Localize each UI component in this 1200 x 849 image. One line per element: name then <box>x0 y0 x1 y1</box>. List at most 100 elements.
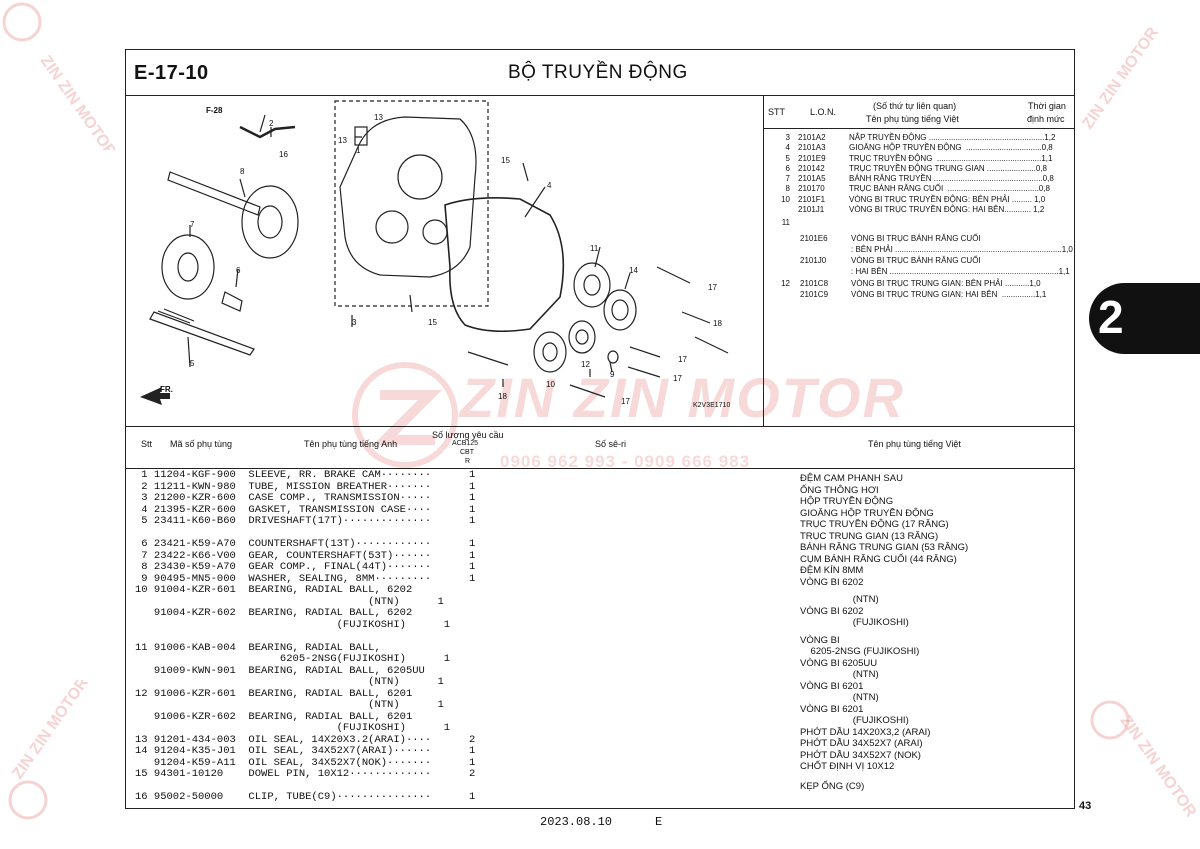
parts-line: (FUJIKOSHI) 1 <box>135 722 451 734</box>
parts-vn-line: VÒNG BI <box>800 634 840 646</box>
parts-qty-header-2: ACB125 <box>452 440 479 447</box>
svg-text:ZIN ZIN MOTOR: ZIN ZIN MOTOR <box>1117 713 1200 821</box>
parts-line: (NTN) 1 <box>135 699 444 711</box>
parts-vn-line: (FUJIKOSHI) <box>800 617 909 628</box>
svg-text:ZIN ZIN MOTOR: ZIN ZIN MOTOR <box>37 53 120 150</box>
parts-list-en: 1 11204-KGF-900 SLEEVE, RR. BRAKE CAM···… <box>135 469 476 804</box>
parts-vn-line: TRỤC TRUNG GIAN (13 RĂNG) <box>800 530 939 542</box>
parts-qty-header-4: R <box>465 458 471 465</box>
ref-row: : BÊN PHẢI .............................… <box>851 245 1073 255</box>
parts-line: 6205-2NSG(FUJIKOSHI) 1 <box>135 653 451 665</box>
fr-label: FR. <box>160 385 173 394</box>
svg-text:ZIN ZIN MOTOR: ZIN ZIN MOTOR <box>9 680 92 782</box>
ref-time-header-1: Thời gian <box>1028 101 1066 111</box>
parts-line: 5 23411-K60-B60 DRIVESHAFT(17T)·········… <box>135 515 476 527</box>
header-divider <box>125 95 1075 96</box>
parts-line: 91009-KWN-901 BEARING, RADIAL BALL, 6205… <box>135 664 425 677</box>
parts-vn-line: ỐNG THÔNG HƠI <box>800 484 879 496</box>
ref-name-header-1: (Số thứ tự liên quan) <box>873 101 957 111</box>
parts-line: 91004-KZR-602 BEARING, RADIAL BALL, 6202 <box>135 607 413 619</box>
parts-vn-line: CHỐT ĐỊNH VỊ 10X12 <box>800 761 895 772</box>
parts-vn-line: PHỚT DẦU 14X20X3,2 (ARAI) <box>800 726 931 738</box>
parts-serial-header: Số sê-ri <box>595 439 627 449</box>
callout-18a: 18 <box>713 319 722 328</box>
callout-8: 8 <box>240 167 245 176</box>
watermark-logo-icon <box>352 362 458 468</box>
watermark-corner-tl-icon: ZIN ZIN MOTOR <box>2 2 120 150</box>
parts-vn-line: VÒNG BI 6202 <box>800 605 864 617</box>
parts-line: 13 91201-434-003 OIL SEAL, 14X20X3.2(ARA… <box>135 733 476 746</box>
parts-vn-line: GIOĂNG HỘP TRUYỀN ĐỘNG <box>800 507 934 519</box>
watermark-corner-bl-icon: ZIN ZIN MOTOR <box>8 680 92 820</box>
watermark-brand: ZIN ZIN MOTOR <box>460 366 905 429</box>
ref-row: : HAI BÊN ..............................… <box>851 267 1070 277</box>
page-number: 43 <box>1079 800 1092 812</box>
callout-16: 16 <box>279 150 288 159</box>
parts-line: 7 23422-K66-V00 GEAR, COUNTERSHAFT(53T)·… <box>135 549 476 562</box>
parts-vn-line: KẸP ỐNG (C9) <box>800 780 865 792</box>
parts-vn-line: CỤM BÁNH RĂNG CUỐI (44 RĂNG) <box>800 553 957 565</box>
ref-lon-header: L.O.N. <box>810 107 837 117</box>
ref-row: 11 <box>781 218 790 228</box>
footer-date: 2023.08.10 <box>540 815 613 829</box>
callout-5: 5 <box>190 359 195 368</box>
table-header-divider <box>125 468 1075 469</box>
parts-stt-header: Stt <box>141 439 153 449</box>
watermark-phone: 0906 962 993 - 0909 666 983 <box>500 452 751 471</box>
parts-line: 11 91006-KAB-004 BEARING, RADIAL BALL, <box>135 641 381 654</box>
callout-17b: 17 <box>678 355 687 364</box>
callout-6: 6 <box>236 266 241 275</box>
callout-17d: 17 <box>621 397 630 406</box>
chapter-number: 2 <box>1098 291 1124 343</box>
callout-14: 14 <box>629 266 638 275</box>
callout-17a: 17 <box>708 283 717 292</box>
parts-line: 15 94301-10120 DOWEL PIN, 10X12·········… <box>135 768 476 780</box>
diagram-code: K2V3E1710 <box>693 402 731 409</box>
parts-vn-line: BÁNH RĂNG TRUNG GIAN (53 RĂNG) <box>800 542 969 553</box>
parts-partno-header: Mã số phụ tùng <box>170 439 233 449</box>
parts-list-vn: ĐỆM CAM PHANH SAU ỐNG THÔNG HƠI HỘP TRUY… <box>800 473 968 792</box>
parts-vn-line <box>800 773 968 781</box>
parts-vn-line: 6205-2NSG (FUJIKOSHI) <box>800 646 920 657</box>
parts-line: (NTN) 1 <box>135 595 444 608</box>
section-code: E-17-10 <box>134 62 209 84</box>
callout-18b: 18 <box>498 392 507 401</box>
parts-line: 16 95002-50000 CLIP, TUBE(C9)···········… <box>135 791 476 803</box>
ref-stt-header: STT <box>768 107 785 117</box>
parts-vn-line: VÒNG BI 6201 <box>800 703 864 715</box>
chapter-tab <box>1089 283 1200 354</box>
parts-name-vn-header: Tên phụ tùng tiếng Việt <box>868 439 961 449</box>
diagram-divider <box>125 426 1075 427</box>
watermark-corner-br-icon: ZIN ZIN MOTOR <box>1090 700 1200 821</box>
callout-10: 10 <box>546 380 555 389</box>
ref-table-header-divider <box>763 128 1075 129</box>
parts-line: 9 90495-MN5-000 WASHER, SEALING, 8MM····… <box>135 572 476 585</box>
parts-vn-line: TRỤC TRUYỀN ĐỘNG (17 RĂNG) <box>800 519 949 530</box>
parts-vn-line: (NTN) <box>800 669 879 680</box>
ref-label: F-28 <box>206 106 223 115</box>
parts-line: 1 11204-KGF-900 SLEEVE, RR. BRAKE CAM···… <box>135 469 476 481</box>
parts-line <box>135 631 475 643</box>
parts-vn-line: (NTN) <box>800 692 879 703</box>
svg-text:ZIN ZIN MOTOR: ZIN ZIN MOTOR <box>1080 24 1162 132</box>
parts-vn-line: (FUJIKOSHI) <box>800 715 909 726</box>
callout-9: 9 <box>610 370 615 379</box>
parts-line: 91006-KZR-602 BEARING, RADIAL BALL, 6201 <box>135 710 413 723</box>
callout-13a: 13 <box>374 113 383 122</box>
parts-line: 3 21200-KZR-600 CASE COMP., TRANSMISSION… <box>135 492 476 504</box>
parts-name-en-header: Tên phụ tùng tiếng Anh <box>304 439 398 449</box>
parts-line: 12 91006-KZR-601 BEARING, RADIAL BALL, 6… <box>135 687 413 700</box>
parts-line: 4 21395-KZR-600 GASKET, TRANSMISSION CAS… <box>135 503 476 516</box>
page-frame <box>125 49 1075 809</box>
